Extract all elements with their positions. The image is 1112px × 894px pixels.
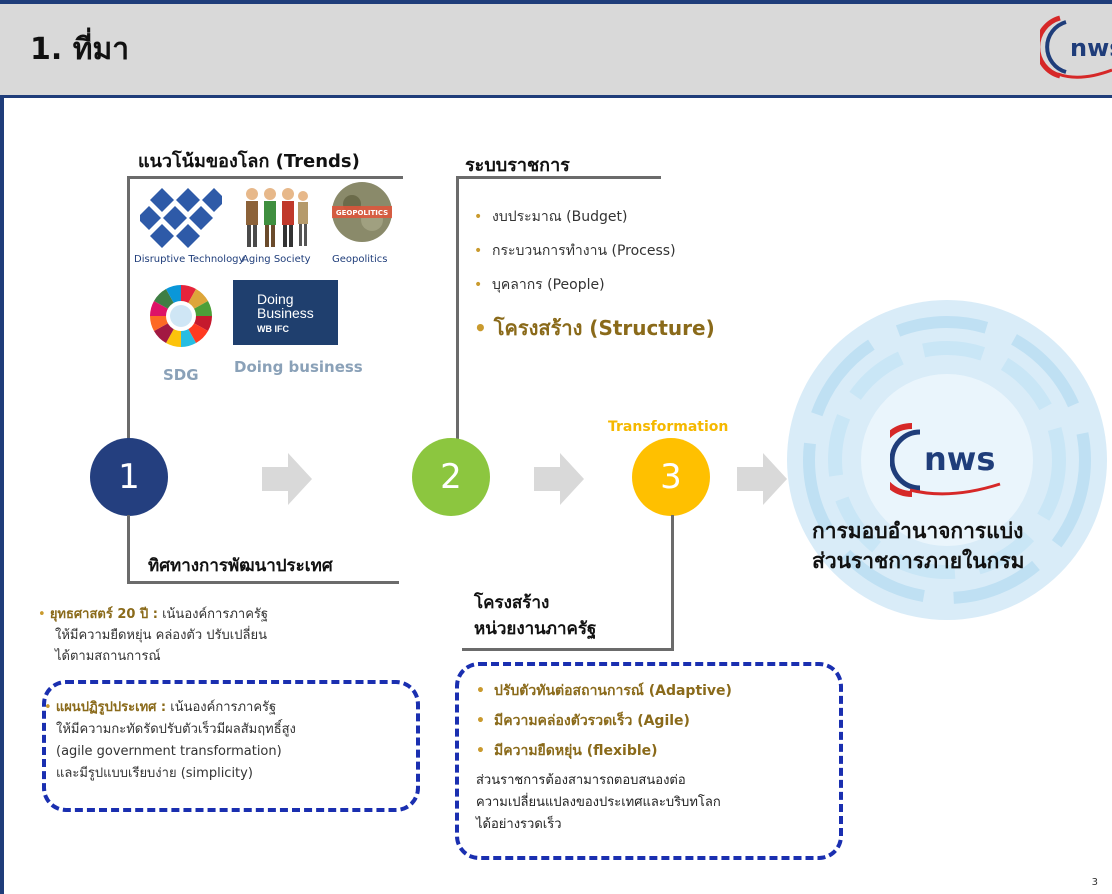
- bullet-dot: •: [474, 316, 487, 340]
- outcome-logo-text: nws: [924, 440, 995, 478]
- step-2-number: 2: [440, 457, 462, 497]
- outcome-text: การมอบอำนาจการแบ่ง ส่วนราชการภายในกรม: [812, 516, 1024, 576]
- outcome-background-rings: [775, 290, 1112, 634]
- system-item-budget: งบประมาณ (Budget): [474, 200, 676, 234]
- structure-note-line-3: ได้อย่างรวดเร็ว: [476, 817, 562, 832]
- structure-bracket-side: [671, 515, 674, 650]
- direction-heading: ทิศทางการพัฒนาประเทศ: [148, 556, 333, 576]
- strategy-20-year-text: • ยุทธศาสตร์ 20 ปี : เน้นองค์การภาครัฐ ใ…: [38, 604, 398, 667]
- structure-note-line-1: ส่วนราชการต้องสามารถตอบสนองต่อ: [476, 773, 686, 788]
- step-3-number: 3: [660, 457, 682, 497]
- structure-heading-line-1: โครงสร้าง: [474, 593, 550, 613]
- nws-logo-icon: nws: [1035, 10, 1112, 88]
- reform-line-2: ให้มีความกะทัดรัดปรับตัวเร็วมีผลสัมฤทธิ์…: [56, 722, 296, 737]
- structure-note: ส่วนราชการต้องสามารถตอบสนองต่อ ความเปลี่…: [476, 770, 721, 836]
- strategy-20-year-title: ยุทธศาสตร์ 20 ปี :: [49, 607, 158, 622]
- strategy-line-3: ได้ตามสถานการณ์: [55, 649, 161, 664]
- structure-item-adaptive: ปรับตัวทันต่อสถานการณ์ (Adaptive): [476, 676, 732, 706]
- doing-business-logo-text-3: WB IFC: [257, 324, 289, 334]
- trends-bracket-side: [127, 176, 130, 441]
- outcome-line-1: การมอบอำนาจการแบ่ง: [812, 519, 1024, 543]
- system-heading: ระบบราชการ: [465, 155, 570, 176]
- reform-dashed-box: [42, 680, 420, 812]
- sdg-label: SDG: [163, 366, 199, 384]
- header-bar: [0, 0, 1112, 95]
- system-bracket-top: [456, 176, 661, 179]
- strategy-line-1: เน้นองค์การภาครัฐ: [157, 607, 269, 622]
- left-frame-border: [0, 0, 4, 894]
- sdg-wheel-icon: [148, 283, 214, 353]
- arrow-right-icon: [262, 453, 312, 509]
- header-divider: [0, 95, 1112, 98]
- doing-business-label: Doing business: [234, 358, 363, 376]
- geopolitics-icon: GEOPOLITICS: [330, 180, 394, 248]
- reform-plan-title: แผนปฏิรูปประเทศ :: [55, 700, 167, 715]
- trends-heading: แนวโน้มของโลก (Trends): [138, 151, 360, 172]
- doing-business-logo-text-1: Doing: [257, 291, 294, 307]
- system-structure-highlight: • โครงสร้าง (Structure): [474, 312, 715, 344]
- structure-heading-line-2: หน่วยงานภาครัฐ: [474, 619, 597, 639]
- outcome-nws-logo-icon: nws: [875, 420, 1010, 504]
- step-3-circle: 3: [632, 438, 710, 516]
- step-1-number: 1: [118, 457, 140, 497]
- bullet-dot: •: [38, 607, 46, 622]
- reform-line-3: (agile government transformation): [56, 744, 282, 759]
- outcome-line-2: ส่วนราชการภายในกรม: [812, 549, 1025, 573]
- structure-dashed-box: [455, 662, 843, 860]
- aging-society-icon: [240, 184, 310, 254]
- structure-item-agile: มีความคล่องตัวรวดเร็ว (Agile): [476, 706, 732, 736]
- structure-note-line-2: ความเปลี่ยนแปลงของประเทศและบริบทโลก: [476, 795, 721, 810]
- geopolitics-label: Geopolitics: [332, 254, 388, 265]
- arrow-right-icon: [737, 453, 787, 509]
- doing-business-logo: Doing Business WB IFC: [233, 280, 338, 345]
- structure-bracket-bottom: [462, 648, 674, 651]
- structure-list: ปรับตัวทันต่อสถานการณ์ (Adaptive) มีความ…: [476, 676, 732, 766]
- disruptive-technology-icon: [137, 184, 226, 256]
- page-number: 3: [1091, 877, 1098, 888]
- reform-line-1: เน้นองค์การภาครัฐ: [166, 700, 277, 715]
- page-title: 1. ที่มา: [30, 32, 130, 67]
- transformation-label: Transformation: [608, 419, 729, 435]
- arrow-right-icon: [534, 453, 584, 509]
- system-item-people: บุคลากร (People): [474, 268, 676, 302]
- reform-line-4: และมีรูปแบบเรียบง่าย (simplicity): [56, 766, 253, 781]
- structure-item-flexible: มีความยืดหยุ่น (flexible): [476, 736, 732, 766]
- doing-business-logo-text-2: Business: [257, 305, 314, 321]
- step-2-circle: 2: [412, 438, 490, 516]
- direction-bracket-bottom: [127, 581, 399, 584]
- disruptive-technology-label: Disruptive Technology: [134, 254, 245, 265]
- system-list: งบประมาณ (Budget) กระบวนการทำงาน (Proces…: [474, 200, 676, 302]
- logo-text: nws: [1070, 34, 1112, 62]
- step-1-circle: 1: [90, 438, 168, 516]
- aging-society-label: Aging Society: [242, 254, 311, 265]
- structure-highlight-text: โครงสร้าง (Structure): [493, 316, 715, 340]
- direction-bracket-side: [127, 515, 130, 583]
- strategy-line-2: ให้มีความยืดหยุ่น คล่องตัว ปรับเปลี่ยน: [55, 628, 267, 643]
- bullet-dot: •: [44, 700, 52, 715]
- geopolitics-logo-text: GEOPOLITICS: [336, 209, 388, 217]
- reform-plan-text: • แผนปฏิรูปประเทศ : เน้นองค์การภาครัฐ ให…: [44, 697, 414, 785]
- system-item-process: กระบวนการทำงาน (Process): [474, 234, 676, 268]
- trends-bracket-top: [127, 176, 403, 179]
- system-bracket-side: [456, 176, 459, 441]
- structure-heading: โครงสร้าง หน่วยงานภาครัฐ: [474, 590, 596, 642]
